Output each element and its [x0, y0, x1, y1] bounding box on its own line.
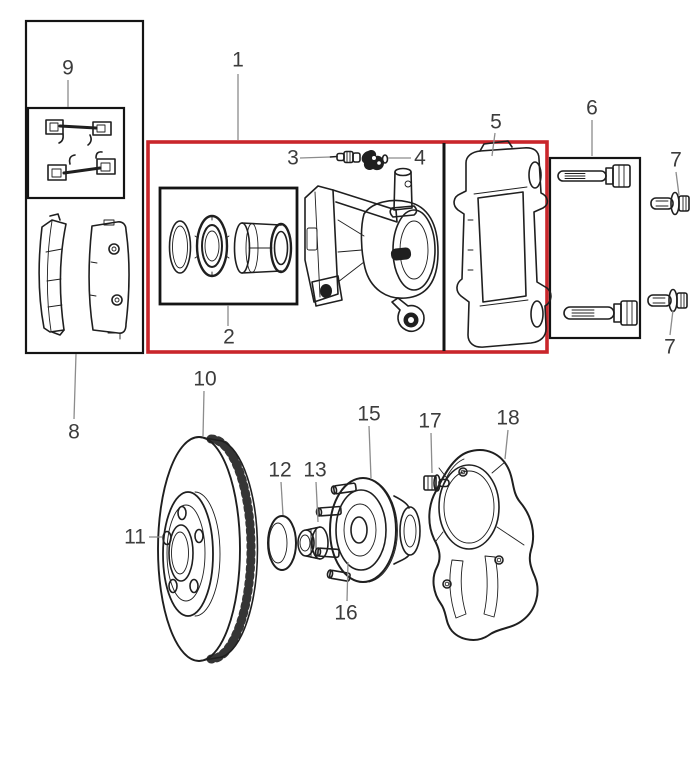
mounting-bolt-lower-drawing — [647, 288, 688, 313]
callout-1-label[interactable]: 1 — [232, 49, 244, 72]
callout-8-leader — [73, 353, 77, 420]
callout-3-leader — [299, 156, 331, 159]
callout-17[interactable]: 17 — [418, 410, 442, 474]
callout-8[interactable]: 8 — [68, 353, 80, 444]
callout-3[interactable]: 3 — [287, 147, 331, 170]
callout-6[interactable]: 6 — [586, 97, 598, 157]
pad-clip-kit-drawing — [45, 119, 116, 181]
piston-seal-kit-drawing — [168, 214, 293, 278]
callout-8-label[interactable]: 8 — [68, 421, 80, 444]
inner-pad-drawing — [38, 213, 67, 336]
bleeder-cap-drawing — [361, 149, 389, 171]
guide-pin-upper-drawing — [557, 164, 631, 188]
rotor-drawing — [157, 434, 259, 664]
callout-7-upper[interactable]: 7 — [670, 149, 682, 196]
bleeder-screw-drawing — [329, 150, 361, 164]
callout-18-label[interactable]: 18 — [496, 407, 519, 430]
callout-3-label[interactable]: 3 — [287, 147, 299, 170]
callout-10-label[interactable]: 10 — [193, 368, 216, 391]
hub-bearing-drawing — [314, 477, 421, 583]
caliper-bracket-drawing — [453, 140, 552, 348]
mounting-bolt-upper-drawing — [650, 191, 690, 216]
callout-5-label[interactable]: 5 — [490, 111, 502, 134]
caliper-drawing — [304, 167, 439, 333]
callout-13-label[interactable]: 13 — [303, 459, 326, 482]
callout-12-leader — [280, 481, 284, 516]
callout-1[interactable]: 1 — [232, 49, 244, 141]
callout-7-lower-leader — [669, 309, 674, 336]
callout-2-label[interactable]: 2 — [223, 326, 235, 349]
callout-7-lower-label[interactable]: 7 — [664, 336, 676, 359]
callout-18-leader — [504, 429, 509, 460]
callout-6-label[interactable]: 6 — [586, 97, 598, 120]
callout-5-leader — [491, 132, 496, 157]
callout-13-leader — [315, 481, 319, 523]
callout-10[interactable]: 10 — [193, 368, 217, 437]
rotor-lug-holes — [162, 505, 204, 594]
callout-16[interactable]: 16 — [334, 561, 358, 625]
callout-12-label[interactable]: 12 — [268, 459, 291, 482]
pad-hardware-kit-box — [26, 106, 126, 200]
callout-15[interactable]: 15 — [357, 403, 381, 479]
brake-pads-group-box — [24, 19, 145, 355]
caliper-kit-highlight-box — [146, 140, 549, 354]
callout-9-label[interactable]: 9 — [62, 57, 74, 80]
spindle-nut-drawing — [297, 526, 329, 560]
wheel-studs — [314, 482, 357, 582]
callout-9[interactable]: 9 — [62, 57, 74, 108]
callout-16-label[interactable]: 16 — [334, 602, 357, 625]
callout-5[interactable]: 5 — [490, 111, 502, 157]
callout-17-label[interactable]: 17 — [418, 410, 441, 433]
callout-2[interactable]: 2 — [223, 305, 235, 349]
callout-15-leader — [368, 425, 372, 479]
guide-pin-lower-drawing — [563, 300, 638, 326]
callout-13[interactable]: 13 — [303, 459, 327, 523]
callout-17-leader — [430, 432, 433, 474]
callout-10-leader — [202, 390, 205, 437]
callout-16-leader — [346, 561, 349, 602]
callout-4[interactable]: 4 — [388, 147, 426, 170]
grease-cap-drawing — [267, 515, 297, 571]
callout-11[interactable]: 11 — [124, 526, 162, 549]
callout-7-upper-label[interactable]: 7 — [670, 149, 682, 172]
callout-12[interactable]: 12 — [268, 459, 292, 516]
callout-4-label[interactable]: 4 — [414, 147, 426, 170]
piston-drawing — [233, 222, 293, 274]
guide-pin-kit-box — [548, 156, 642, 340]
callout-15-label[interactable]: 15 — [357, 403, 380, 426]
callout-11-label[interactable]: 11 — [124, 526, 146, 549]
splash-shield-drawing — [428, 449, 539, 641]
callout-7-lower[interactable]: 7 — [664, 309, 676, 359]
callout-7-upper-leader — [675, 171, 680, 196]
outer-pad-drawing — [88, 219, 130, 340]
callout-18[interactable]: 18 — [496, 407, 520, 460]
piston-seal-kit-box — [158, 186, 299, 306]
brake-pads-drawing — [38, 213, 130, 340]
